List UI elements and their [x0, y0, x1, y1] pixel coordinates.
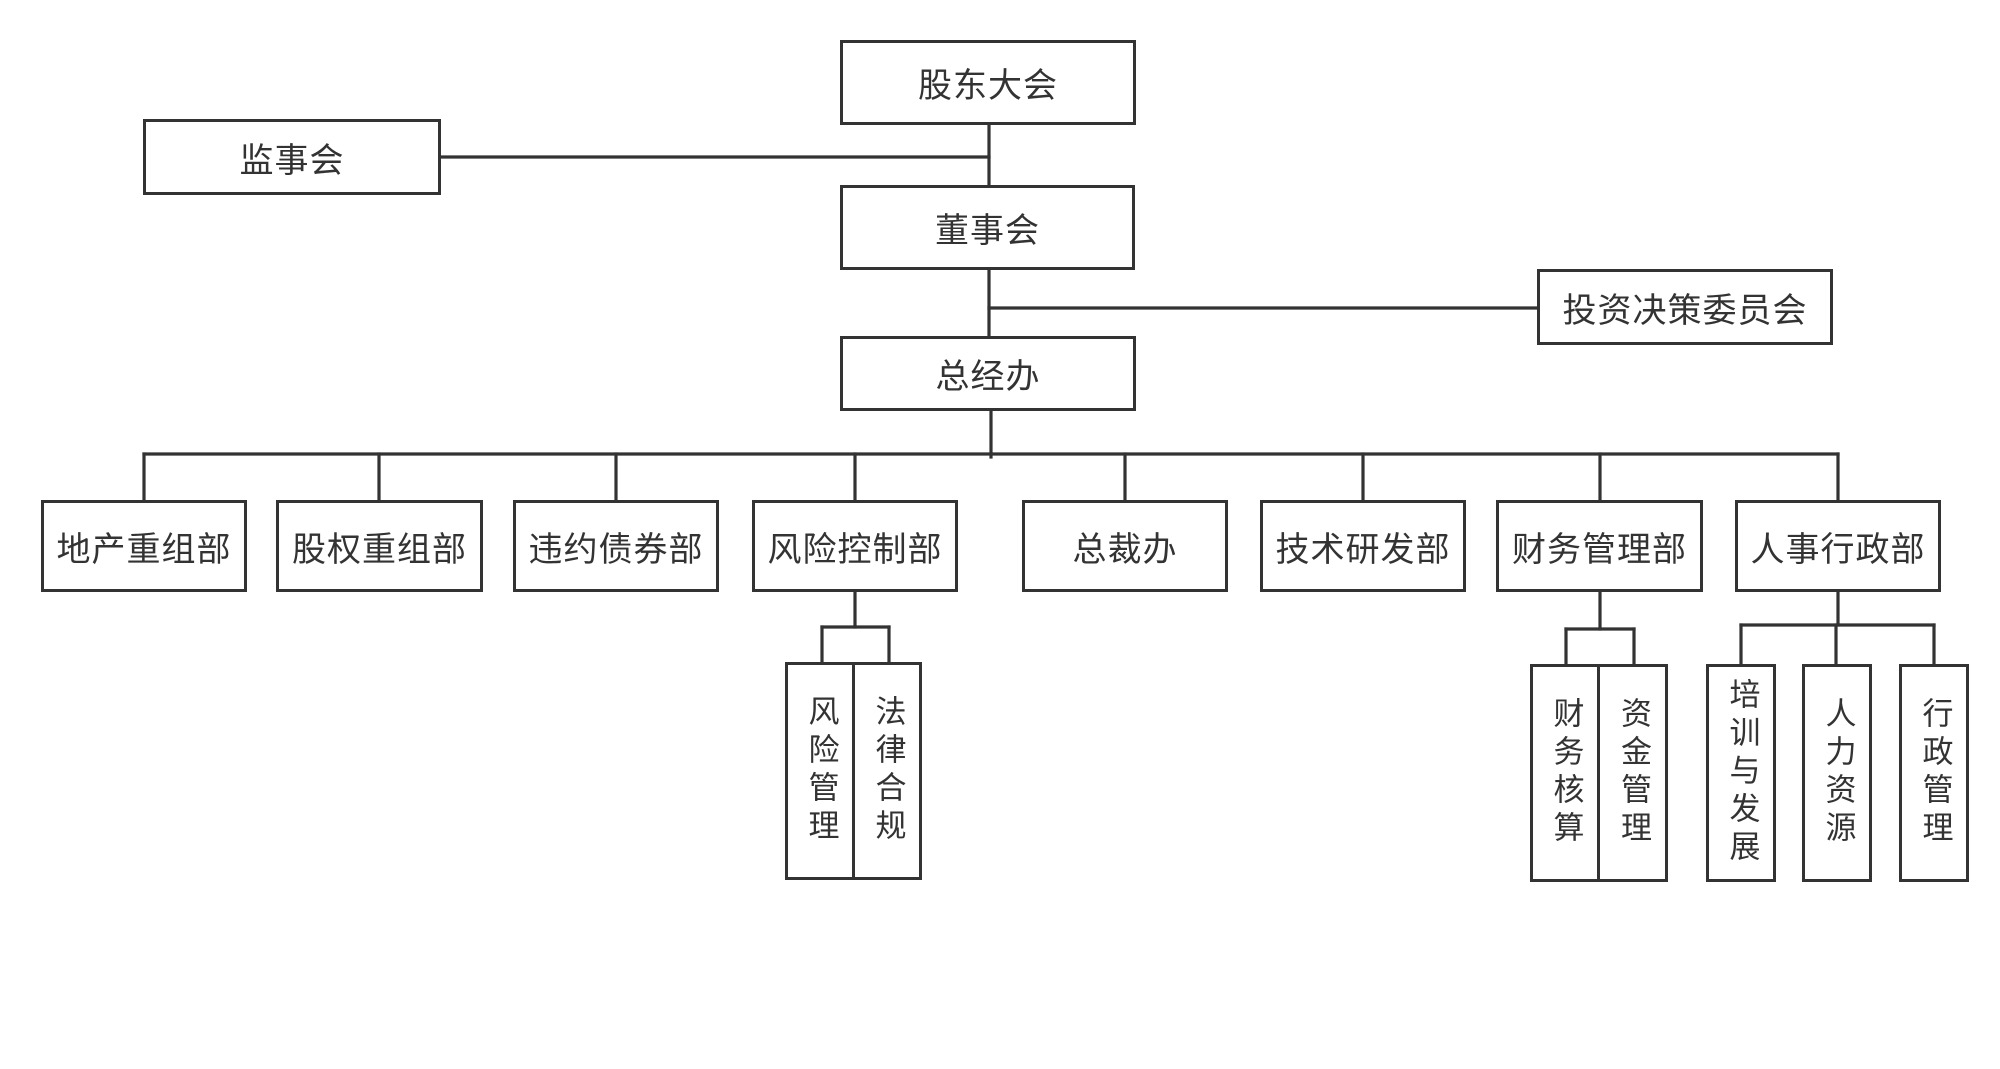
node-legal-compliance: 法律合规	[852, 662, 922, 880]
node-board: 董事会	[840, 185, 1135, 270]
node-hr-admin-dept: 人事行政部	[1735, 500, 1941, 592]
node-fund-management: 资金管理	[1597, 664, 1668, 882]
node-real-estate-dept: 地产重组部	[41, 500, 247, 592]
node-investment-committee: 投资决策委员会	[1537, 269, 1833, 345]
node-administration: 行政管理	[1899, 664, 1969, 882]
node-president-office: 总裁办	[1022, 500, 1228, 592]
node-training-development: 培训与发展	[1706, 664, 1776, 882]
node-default-bonds-dept: 违约债券部	[513, 500, 719, 592]
node-general-office: 总经办	[840, 336, 1136, 411]
node-risk-management: 风险管理	[785, 662, 855, 880]
node-shareholders: 股东大会	[840, 40, 1136, 125]
node-equity-dept: 股权重组部	[276, 500, 483, 592]
node-finance-dept: 财务管理部	[1496, 500, 1703, 592]
node-financial-accounting: 财务核算	[1530, 664, 1600, 882]
node-tech-rd-dept: 技术研发部	[1260, 500, 1466, 592]
node-risk-control-dept: 风险控制部	[752, 500, 958, 592]
node-human-resources: 人力资源	[1802, 664, 1872, 882]
node-supervisors: 监事会	[143, 119, 441, 195]
